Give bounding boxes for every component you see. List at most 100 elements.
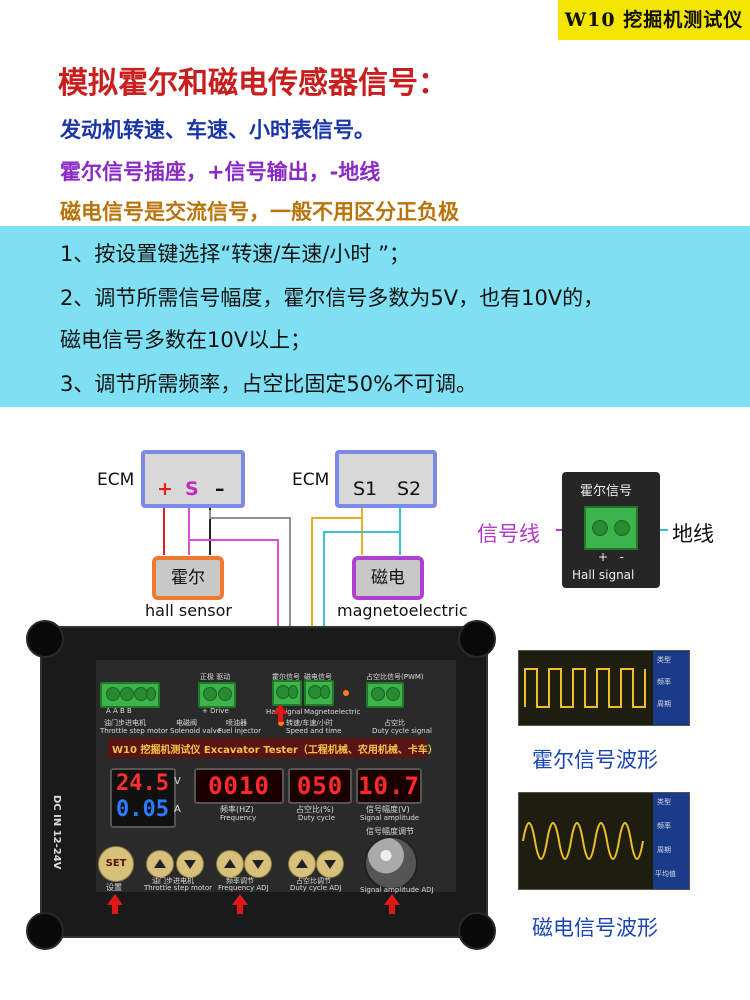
pin-signal: S xyxy=(185,478,199,500)
square-wave xyxy=(524,668,646,708)
solenoid-label: 电磁阀 xyxy=(176,719,197,727)
arrow-up-icon xyxy=(107,894,123,914)
ecm-right-box: S1 S2 xyxy=(335,450,437,508)
side-label-avg: 平均值 xyxy=(655,870,676,878)
injector-label-en: Fuel injector xyxy=(218,727,261,735)
set-button[interactable]: SET xyxy=(98,846,134,882)
volt-readout: 24.5 xyxy=(116,771,169,796)
wire-gray xyxy=(209,510,291,680)
arrow-up-icon xyxy=(232,894,248,914)
pin-s2: S2 xyxy=(397,478,422,500)
throttle-label-en: Throttle step motor xyxy=(100,727,169,735)
hall-signal-label: 霍尔信号 xyxy=(272,673,300,681)
ground-line-label: 地线 xyxy=(672,522,714,546)
corner-screw xyxy=(458,620,496,658)
side-label-freq: 频率 xyxy=(657,678,671,686)
hall-sensor-caption: hall sensor xyxy=(145,601,232,620)
instruction-3: 3、调节所需频率，占空比固定50%不可调。 xyxy=(60,372,478,396)
ecm-left-label: ECM xyxy=(97,470,135,490)
hall-socket-title: 霍尔信号 xyxy=(580,484,633,499)
mag-waveform-caption: 磁电信号波形 xyxy=(532,916,658,940)
mag-signal-label: 磁电信号 xyxy=(304,673,332,681)
hall-socket-pins: + - xyxy=(598,550,624,564)
mag-signal-label-en: Magnetoelectric xyxy=(304,708,361,716)
hall-terminal[interactable] xyxy=(272,680,302,706)
side-label-type: 类型 xyxy=(657,798,671,806)
brand-text: W10 挖掘机测试仪 Excavator Tester（工程机械、农用机械、卡车… xyxy=(112,745,438,756)
frequency-down-button[interactable] xyxy=(244,850,272,878)
set-caption: 设置 xyxy=(106,883,122,892)
pwm-label-en: Duty cycle signal xyxy=(372,727,432,735)
instruction-2b: 磁电信号多数在10V以上； xyxy=(60,328,312,352)
solenoid-label-en: Solenoid valve xyxy=(170,727,222,735)
sine-wave xyxy=(522,822,644,860)
duty-up-button[interactable] xyxy=(288,850,316,878)
ecm-right-label: ECM xyxy=(292,470,330,490)
led-indicator xyxy=(278,720,284,726)
pwm-label: 占空比信号(PWM) xyxy=(366,673,424,681)
mode-label-en: Speed and time xyxy=(286,727,342,735)
terminal-abb-label: A A B B xyxy=(106,707,132,715)
duty-btn-caption: 占空比调节 xyxy=(296,877,331,885)
throttle-terminal[interactable] xyxy=(100,682,160,708)
frequency-up-button[interactable] xyxy=(216,850,244,878)
amp-unit: A xyxy=(174,804,181,815)
duty-small-label: 占空比 xyxy=(384,719,405,727)
pin-s1: S1 xyxy=(353,478,378,500)
duty-down-button[interactable] xyxy=(316,850,344,878)
side-label-period: 周期 xyxy=(657,700,671,708)
knob-caption: 信号幅度调节 xyxy=(366,827,414,836)
arrow-up-icon xyxy=(384,894,400,914)
hall-socket-photo: 霍尔信号 + - Hall signal xyxy=(562,472,660,588)
throttle-btn-caption: 油门步进电机 xyxy=(152,877,194,885)
hall-socket-terminal xyxy=(584,506,638,550)
duty-caption: 占空比(%) xyxy=(296,805,334,814)
freq-btn-caption: 频率调节 xyxy=(226,877,254,885)
arrow-up-icon xyxy=(273,704,288,722)
volt-amp-display: 24.5 0.05 xyxy=(110,768,176,828)
pwm-terminal[interactable] xyxy=(366,682,404,708)
frequency-display: 0010 xyxy=(194,768,284,804)
amp-readout: 0.05 xyxy=(116,797,169,822)
corner-screw xyxy=(26,620,64,658)
ecm-left-box: + S – xyxy=(141,450,245,508)
instruction-1: 1、按设置键选择“转速/车速/小时 ”； xyxy=(60,242,410,266)
ampl-caption: 信号幅度(V) xyxy=(366,805,410,814)
mag-waveform-screen: 类型 频率 周期 平均值 xyxy=(518,792,690,890)
freq-btn-caption-en: Frequency ADJ xyxy=(218,884,269,892)
product-tag: W10 挖掘机测试仪 xyxy=(558,0,750,40)
hall-socket-caption: Hall signal xyxy=(572,568,635,582)
drive-terminal[interactable] xyxy=(198,682,236,708)
drive-label: 正极 驱动 xyxy=(200,673,231,681)
duty-caption-en: Duty cycle xyxy=(298,814,336,822)
side-label-freq: 频率 xyxy=(657,822,671,830)
freq-caption: 频率(HZ) xyxy=(220,805,254,814)
magneto-sensor-box: 磁电 xyxy=(352,556,424,600)
hall-waveform-screen: 类型 频率 周期 xyxy=(518,650,690,726)
pin-plus: + xyxy=(157,478,173,500)
corner-screw xyxy=(26,912,64,950)
mag-side-panel: 类型 频率 周期 平均值 xyxy=(653,793,689,889)
throttle-down-button[interactable] xyxy=(176,850,204,878)
subtitle-line-1: 发动机转速、车速、小时表信号。 xyxy=(60,118,375,142)
magneto-sensor-caption: magnetoelectric xyxy=(337,601,468,620)
led-indicator xyxy=(343,690,349,696)
freq-caption-en: Frequency xyxy=(220,814,257,822)
throttle-up-button[interactable] xyxy=(146,850,174,878)
instruction-band: 1、按设置键选择“转速/车速/小时 ”； 2、调节所需信号幅度，霍尔信号多数为5… xyxy=(0,226,750,407)
side-label-period: 周期 xyxy=(657,846,671,854)
mag-terminal[interactable] xyxy=(304,680,334,706)
throttle-label: 油门步进电机 xyxy=(104,719,146,727)
amplitude-knob[interactable] xyxy=(364,836,418,890)
amplitude-display: 10.7 xyxy=(356,768,422,804)
pin-ground: – xyxy=(215,478,225,500)
hall-side-panel: 类型 频率 周期 xyxy=(653,651,689,725)
subtitle-line-2: 霍尔信号插座，+信号输出，-地线 xyxy=(60,160,381,184)
injector-label: 喷油器 xyxy=(226,719,247,727)
volt-unit: V xyxy=(174,776,181,787)
subtitle-line-3: 磁电信号是交流信号，一般不用区分正负极 xyxy=(60,200,459,224)
ampl-btn-caption-en: Signal amplitude ADJ xyxy=(360,886,434,894)
throttle-btn-caption-en: Throttle step motor xyxy=(144,884,213,892)
duty-display: 050 xyxy=(288,768,352,804)
